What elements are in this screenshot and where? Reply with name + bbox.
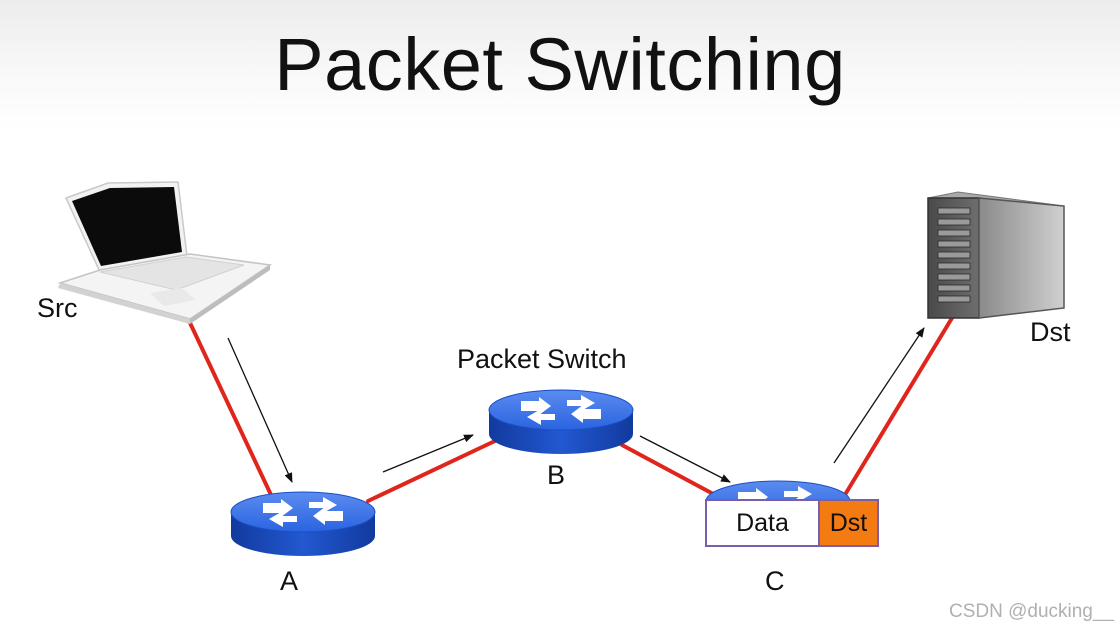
- packet: Data Dst: [705, 499, 879, 547]
- link-src-a: [181, 306, 274, 499]
- link-b-c: [620, 443, 719, 498]
- packet-data-field: Data: [707, 501, 820, 545]
- router-icon: [230, 491, 376, 557]
- page-title: Packet Switching: [274, 23, 846, 106]
- src-label: Src: [37, 293, 78, 323]
- arrow-c-dst: [833, 327, 925, 464]
- router-icon: [488, 389, 634, 455]
- router-c-label: C: [765, 566, 785, 596]
- watermark: CSDN @ducking__: [948, 601, 1114, 622]
- router-a: [230, 491, 376, 557]
- arrow-src-a: [227, 337, 293, 483]
- link-a-b: [366, 438, 499, 503]
- links: [181, 306, 954, 503]
- router-b: [488, 389, 634, 455]
- arrow-a-b: [382, 434, 474, 473]
- flow-arrows: [227, 327, 925, 483]
- router-a-label: A: [280, 566, 299, 596]
- laptop-icon: [57, 181, 273, 324]
- router-b-label: B: [547, 460, 566, 490]
- server-icon: [927, 191, 1065, 319]
- link-c-dst: [841, 316, 954, 500]
- dst-label: Dst: [1030, 317, 1071, 347]
- arrow-b-c: [639, 435, 731, 483]
- packet-switch-label: Packet Switch: [457, 344, 627, 374]
- packet-dst-field: Dst: [820, 501, 877, 545]
